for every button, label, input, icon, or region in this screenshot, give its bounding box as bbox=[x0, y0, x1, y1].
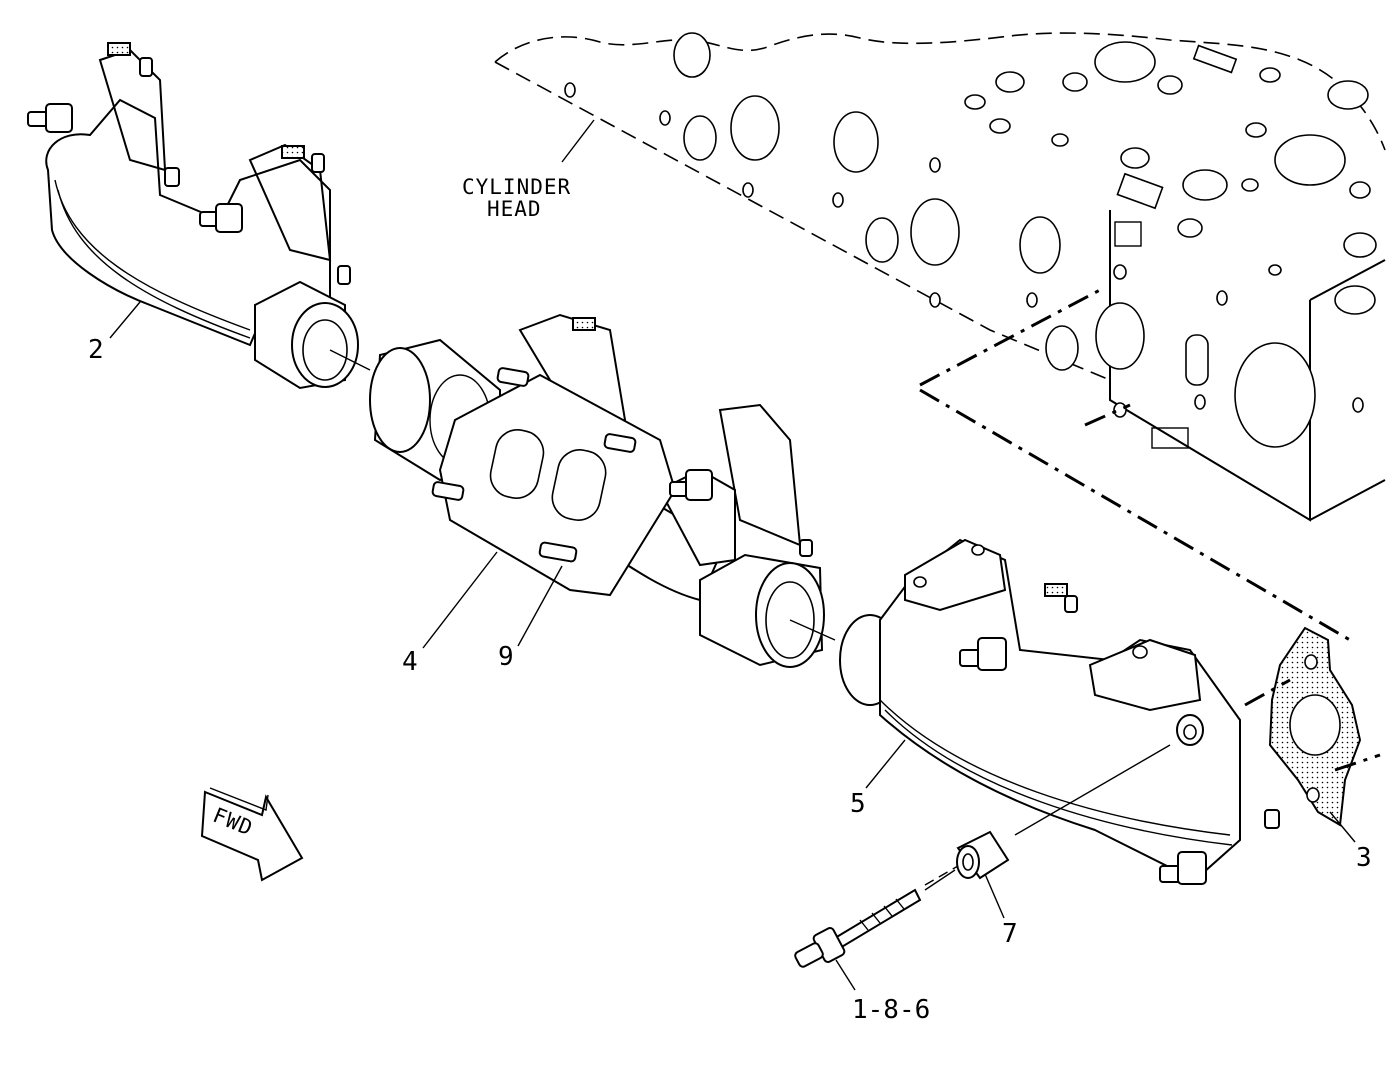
cylinder-head-label-line2: HEAD bbox=[487, 197, 542, 221]
callout-9: 9 bbox=[498, 642, 514, 672]
manifold-part-2 bbox=[27, 42, 371, 390]
spacer-part-7 bbox=[956, 830, 1010, 919]
manifold-part-5 bbox=[839, 538, 1280, 885]
center-lines bbox=[919, 288, 1381, 886]
cylinder-head-label-line1: CYLINDER bbox=[462, 175, 571, 199]
callout-5: 5 bbox=[850, 789, 866, 819]
callout-7: 7 bbox=[1002, 919, 1018, 949]
fwd-arrow-icon: FWD bbox=[200, 787, 304, 882]
callout-1-8-6: 1-8-6 bbox=[852, 995, 930, 1025]
callout-2: 2 bbox=[88, 335, 104, 365]
callout-4: 4 bbox=[402, 647, 418, 677]
gasket-part-3 bbox=[1268, 626, 1362, 843]
manifold-part-4 bbox=[369, 313, 836, 668]
callout-3: 3 bbox=[1356, 843, 1372, 873]
bolt-part-1-8-6 bbox=[794, 869, 956, 991]
cylinder-head bbox=[494, 32, 1386, 522]
